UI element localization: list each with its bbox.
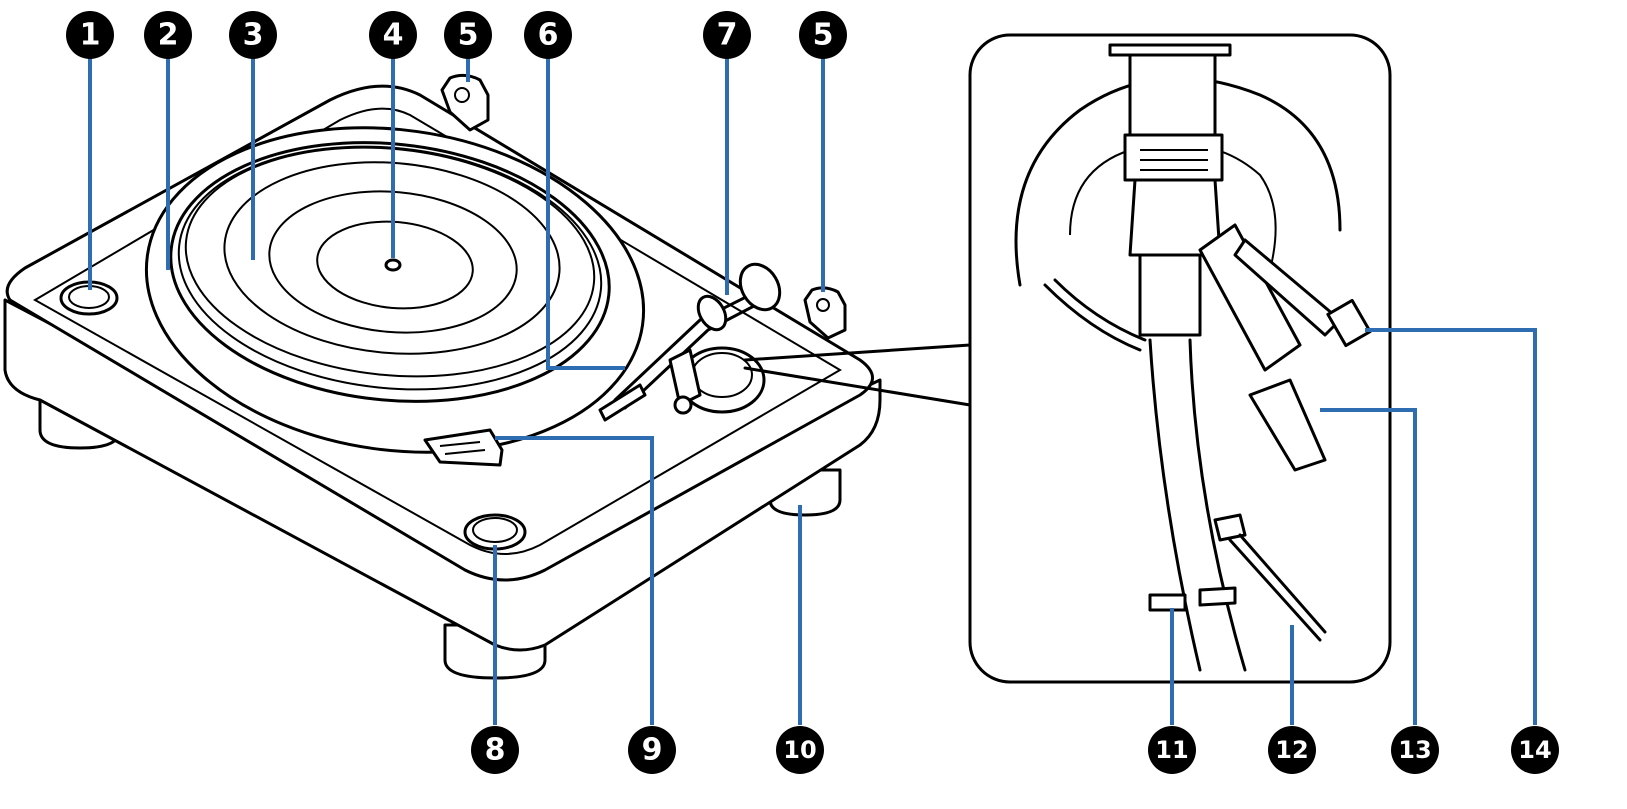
callout-label: 13 — [1398, 736, 1431, 764]
callout-6: 6 — [524, 11, 572, 59]
plinth — [3, 298, 882, 652]
callout-label: 6 — [538, 18, 559, 53]
hinge — [440, 73, 847, 340]
callout-4: 4 — [369, 11, 417, 59]
callout-label: 4 — [383, 18, 404, 53]
callout-3: 3 — [229, 11, 277, 59]
rubber-mat — [223, 161, 561, 355]
turntable-illustration — [3, 73, 882, 680]
callout-5-right: 5 — [799, 11, 847, 59]
lift-lever — [1213, 513, 1327, 642]
callout-label: 10 — [783, 736, 816, 764]
callout-14: 14 — [1511, 726, 1559, 774]
speed-button[interactable] — [463, 513, 527, 551]
callout-8: 8 — [471, 726, 519, 774]
tonearm — [613, 262, 782, 410]
callout-13: 13 — [1391, 726, 1439, 774]
callout-label: 7 — [717, 18, 738, 53]
headshell — [423, 428, 504, 467]
callout-5-left: 5 — [444, 11, 492, 59]
callout-9: 9 — [628, 726, 676, 774]
callout-label: 12 — [1275, 736, 1308, 764]
callout-label: 14 — [1518, 736, 1551, 764]
callout-label: 2 — [158, 18, 179, 53]
callout-label: 3 — [243, 18, 264, 53]
callout-label: 9 — [642, 733, 663, 768]
callout-1: 1 — [66, 11, 114, 59]
arm-rest — [598, 348, 702, 422]
callout-12: 12 — [1268, 726, 1316, 774]
callout-label: 5 — [458, 18, 479, 53]
callout-11: 11 — [1148, 726, 1196, 774]
leader-lines — [88, 58, 1537, 725]
start-stop-button[interactable] — [59, 280, 119, 316]
callout-10: 10 — [776, 726, 824, 774]
callout-label: 11 — [1155, 736, 1188, 764]
callout-label: 5 — [813, 18, 834, 53]
callout-2: 2 — [144, 11, 192, 59]
callout-label: 8 — [485, 733, 506, 768]
detail-view — [743, 33, 1392, 684]
arm-tube — [1148, 338, 1247, 672]
counterweight-assembly — [1198, 223, 1372, 472]
callout-7: 7 — [703, 11, 751, 59]
tonearm-pillar — [1108, 43, 1232, 337]
spindle — [384, 258, 402, 272]
callout-label: 1 — [80, 18, 101, 53]
